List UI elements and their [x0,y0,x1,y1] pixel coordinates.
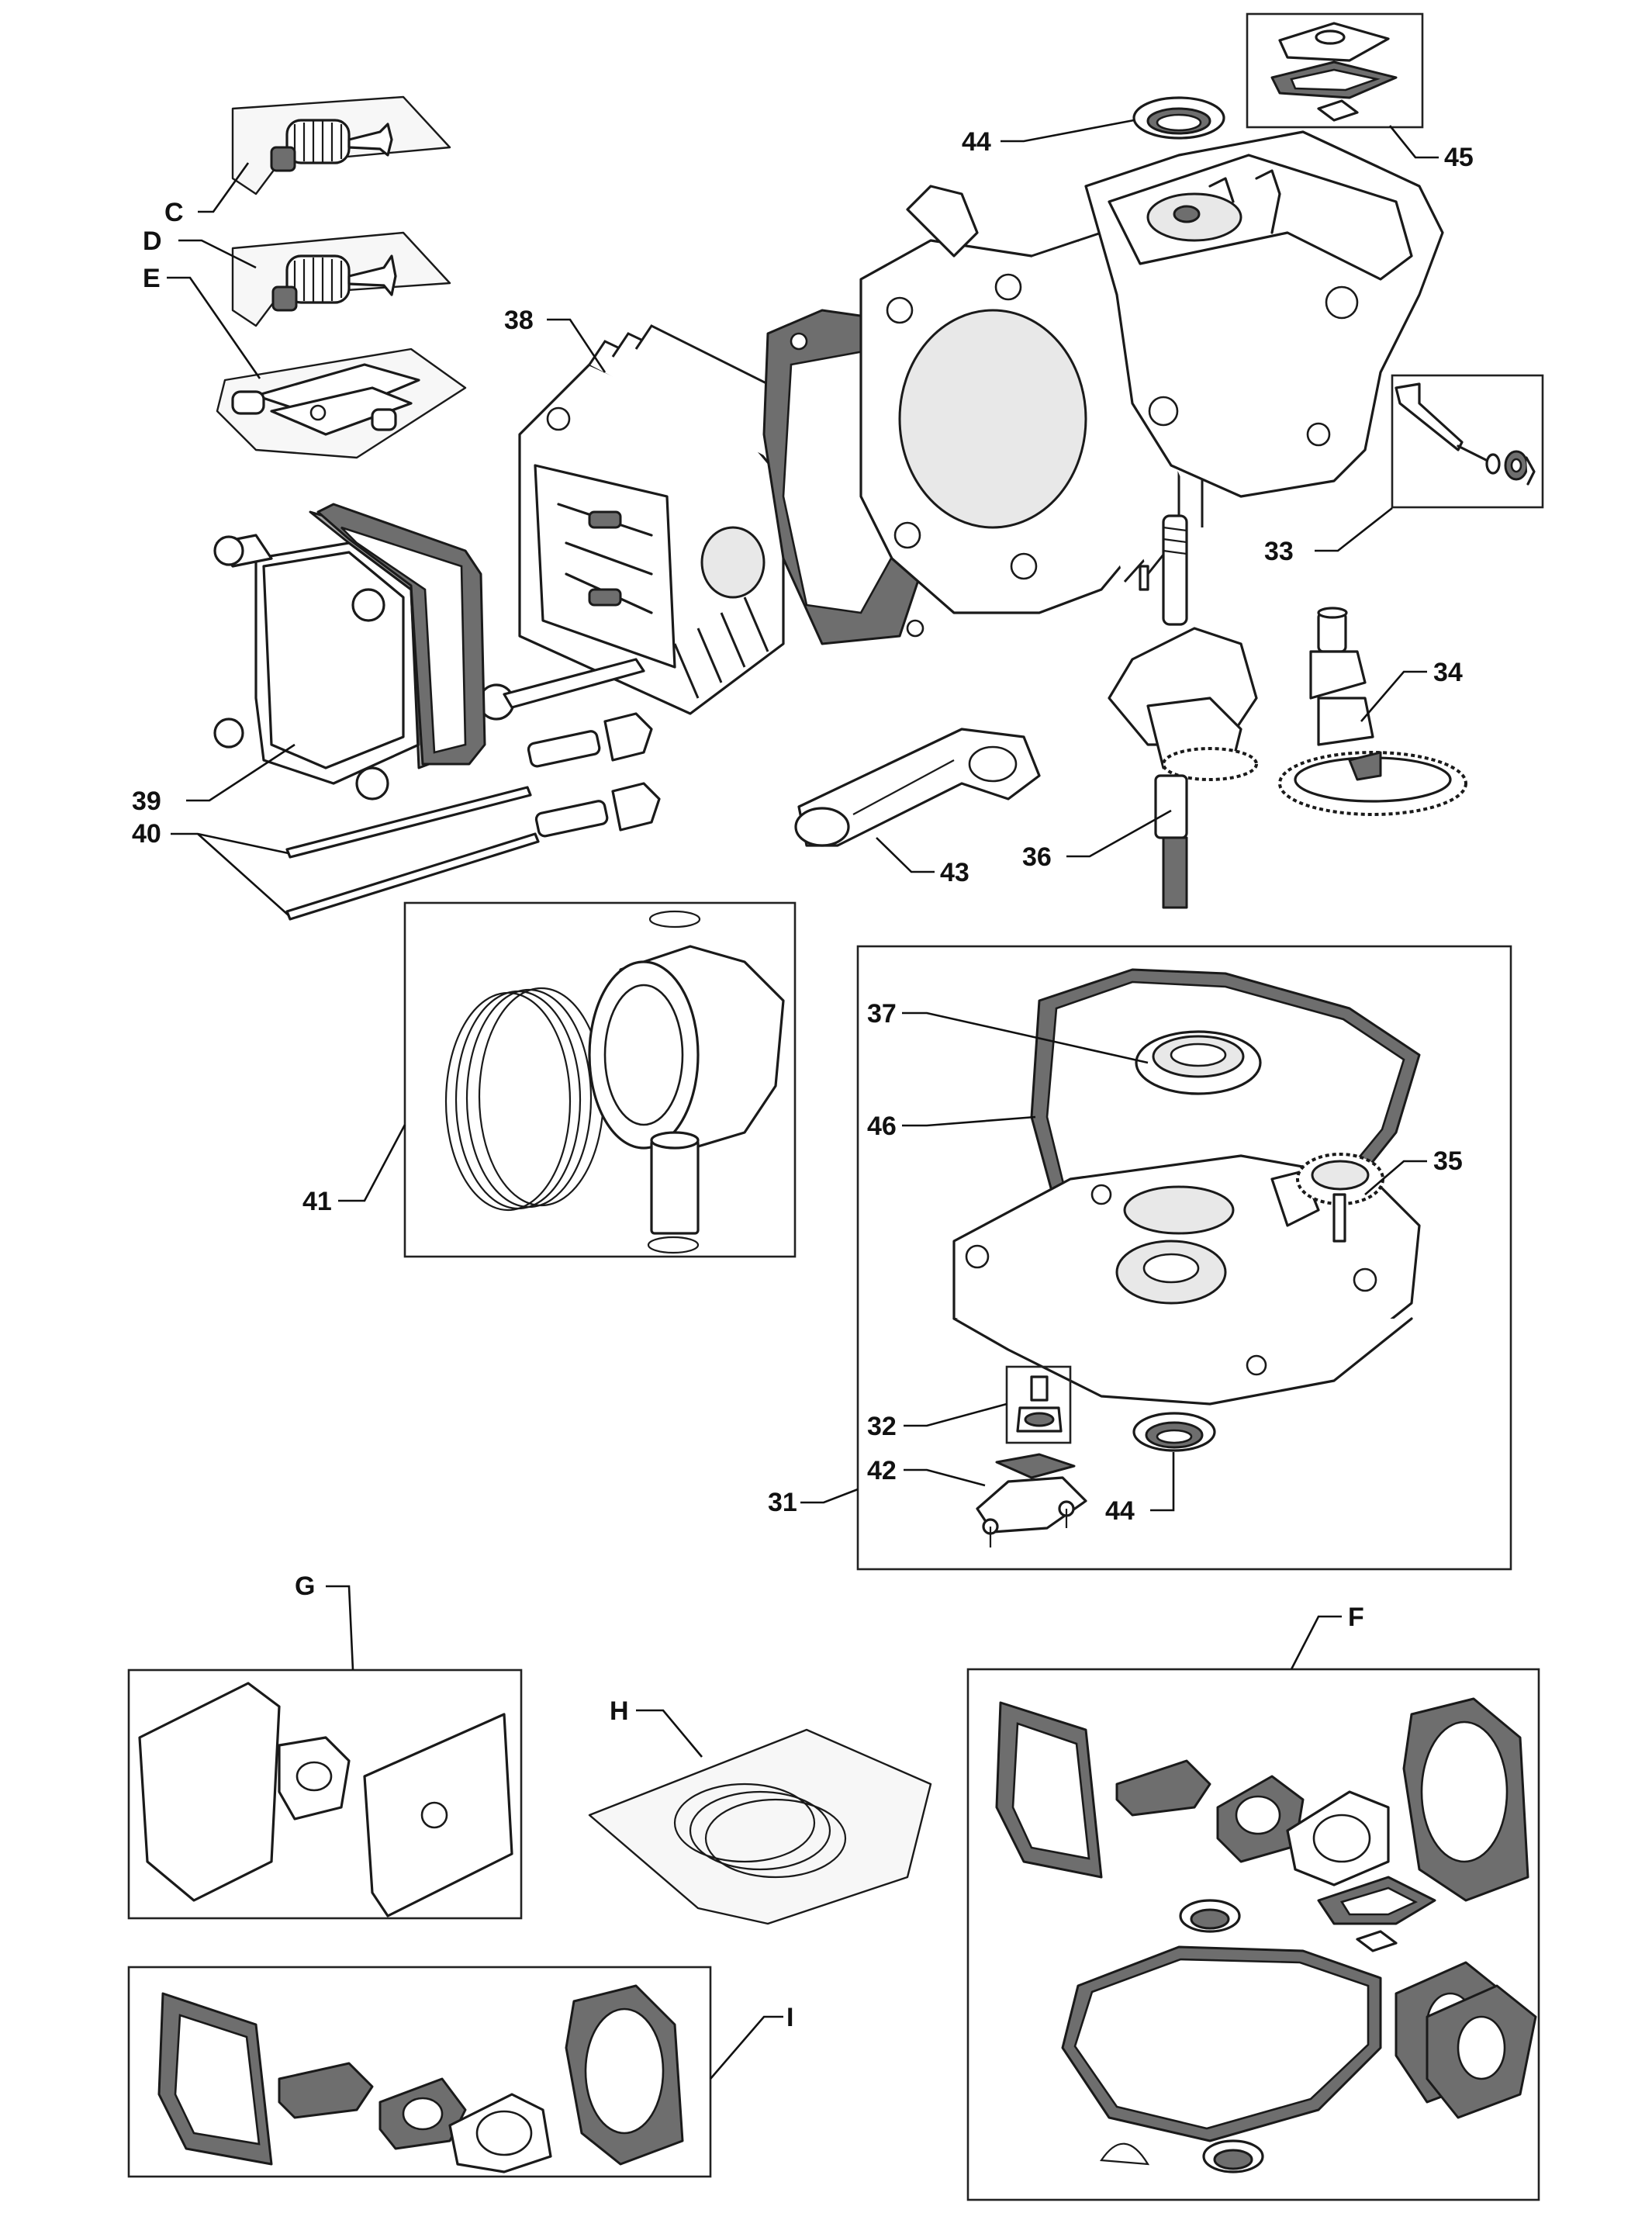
oil-seal-cover[interactable] [1132,1412,1216,1452]
label-34: 34 [1433,658,1463,687]
label-42: 42 [867,1456,897,1485]
label-g: G [295,1572,315,1601]
kit-i-box [127,1966,712,2178]
label-h: H [610,1696,629,1726]
pump-cover-plate[interactable] [976,1453,1087,1547]
piston-kit-box [403,901,797,1258]
leader-lines [167,119,1439,2080]
label-40: 40 [132,819,161,849]
label-c: C [164,198,184,227]
oil-pump[interactable] [1005,1365,1072,1444]
label-44-cover: 44 [1105,1496,1135,1526]
valve-kit-bag-d[interactable] [231,231,451,327]
gasket-set-i[interactable] [157,1984,684,2173]
label-35: 35 [1433,1146,1463,1176]
connecting-rod[interactable] [794,728,1041,847]
kit-f-box [966,1668,1540,2201]
rocker-kit-bag-e[interactable] [216,348,467,459]
label-32: 32 [867,1412,897,1441]
breather-cover-kit[interactable] [1270,22,1398,122]
main-bearing[interactable] [1135,1030,1262,1095]
part-labels: C D E 38 44 45 33 34 36 43 39 40 41 37 4… [132,127,1474,2032]
kit-g-box [127,1668,523,1920]
breather-kit-box [1246,12,1424,129]
cylinder-head[interactable] [518,324,808,715]
governor-shaft[interactable] [1395,382,1536,486]
oil-seal-top[interactable] [1132,96,1225,140]
gasket-set-f[interactable] [995,1697,1537,2173]
valve-cover-gasket[interactable] [316,503,486,766]
valve-kit-bag-c[interactable] [231,95,451,195]
air-guide-kit[interactable] [138,1682,513,1917]
label-39: 39 [132,787,161,816]
piston-and-rings[interactable] [444,910,785,1254]
push-rods-and-tappets[interactable] [285,712,661,921]
label-f: F [1348,1603,1364,1632]
crankcase-cover[interactable] [952,1154,1421,1406]
governor-shaft-box [1391,374,1544,509]
camshaft[interactable] [1278,607,1467,816]
piston-ring-set-bag[interactable] [588,1728,932,1925]
label-31: 31 [768,1488,797,1517]
label-e: E [143,264,161,293]
label-d: D [143,226,162,256]
label-44-top: 44 [962,127,991,157]
crankcase-cover-box [856,945,1512,1571]
label-46: 46 [867,1112,897,1141]
label-i: I [786,2003,793,2032]
label-37: 37 [867,999,897,1029]
crankshaft[interactable] [1108,514,1258,909]
label-36: 36 [1022,842,1052,872]
label-43: 43 [940,858,969,887]
label-45: 45 [1444,143,1474,172]
crankcase-block[interactable] [859,130,1444,614]
label-33: 33 [1264,537,1294,566]
label-38: 38 [504,306,534,335]
label-41: 41 [302,1187,332,1216]
